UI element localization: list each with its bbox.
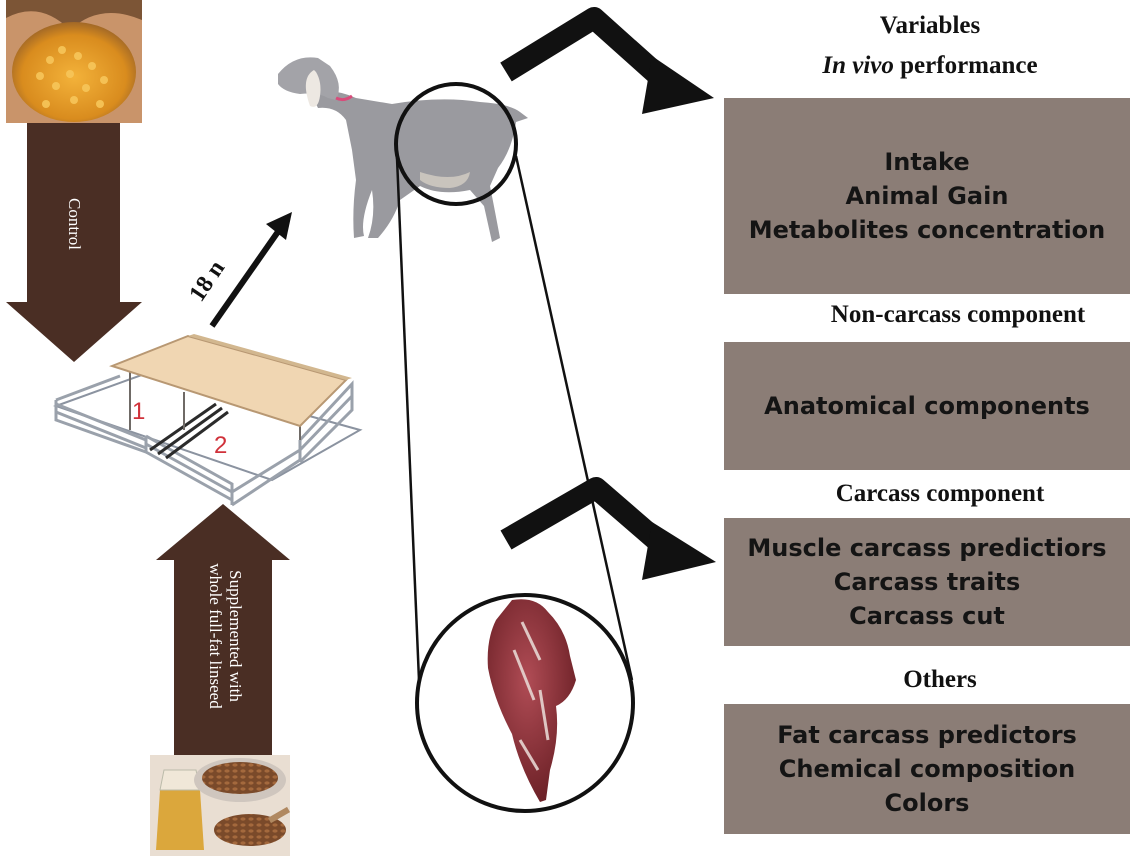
- corn-photo-icon: [6, 0, 142, 123]
- arrow-to-carcass: [506, 488, 716, 580]
- linseed-label-line1: Supplemented with: [226, 570, 245, 702]
- pen-number-1: 1: [132, 398, 145, 426]
- in-vivo-item: Animal Gain: [846, 179, 1009, 213]
- carcass-item: Carcass cut: [849, 599, 1005, 633]
- variables-title: Variables: [870, 12, 990, 40]
- carcass-title: Carcass component: [790, 480, 1090, 508]
- others-item: Colors: [885, 786, 970, 820]
- pen-structure-icon: [56, 334, 360, 505]
- zoom-line-left: [397, 158, 420, 704]
- in-vivo-item: Metabolites concentration: [749, 213, 1106, 247]
- carcass-item: Muscle carcass predictiors: [747, 531, 1106, 565]
- others-item: Chemical composition: [779, 752, 1075, 786]
- pen-number-2: 2: [214, 432, 227, 460]
- others-item: Fat carcass predictors: [777, 718, 1077, 752]
- arrow-to-in-vivo: [506, 18, 714, 114]
- non-carcass-title: Non-carcass component: [778, 301, 1138, 329]
- non-carcass-panel: Anatomical components: [724, 342, 1130, 470]
- carcass-panel: Muscle carcass predictiors Carcass trait…: [724, 518, 1130, 646]
- goat-icon: [278, 57, 528, 242]
- others-title: Others: [880, 666, 1000, 694]
- linseed-label-line2: whole full-fat linseed: [206, 563, 225, 708]
- in-vivo-heading: In vivo performance: [790, 52, 1070, 80]
- in-vivo-italic: In vivo: [822, 52, 894, 79]
- others-panel: Fat carcass predictors Chemical composit…: [724, 704, 1130, 834]
- in-vivo-item: Intake: [884, 145, 969, 179]
- in-vivo-panel: Intake Animal Gain Metabolites concentra…: [724, 98, 1130, 294]
- linseed-label: Supplemented with whole full-fat linseed: [201, 541, 245, 731]
- non-carcass-item: Anatomical components: [764, 389, 1090, 423]
- control-label: Control: [64, 174, 84, 274]
- in-vivo-rest: performance: [900, 52, 1037, 79]
- carcass-item: Carcass traits: [834, 565, 1020, 599]
- linseed-photo-icon: [150, 755, 290, 856]
